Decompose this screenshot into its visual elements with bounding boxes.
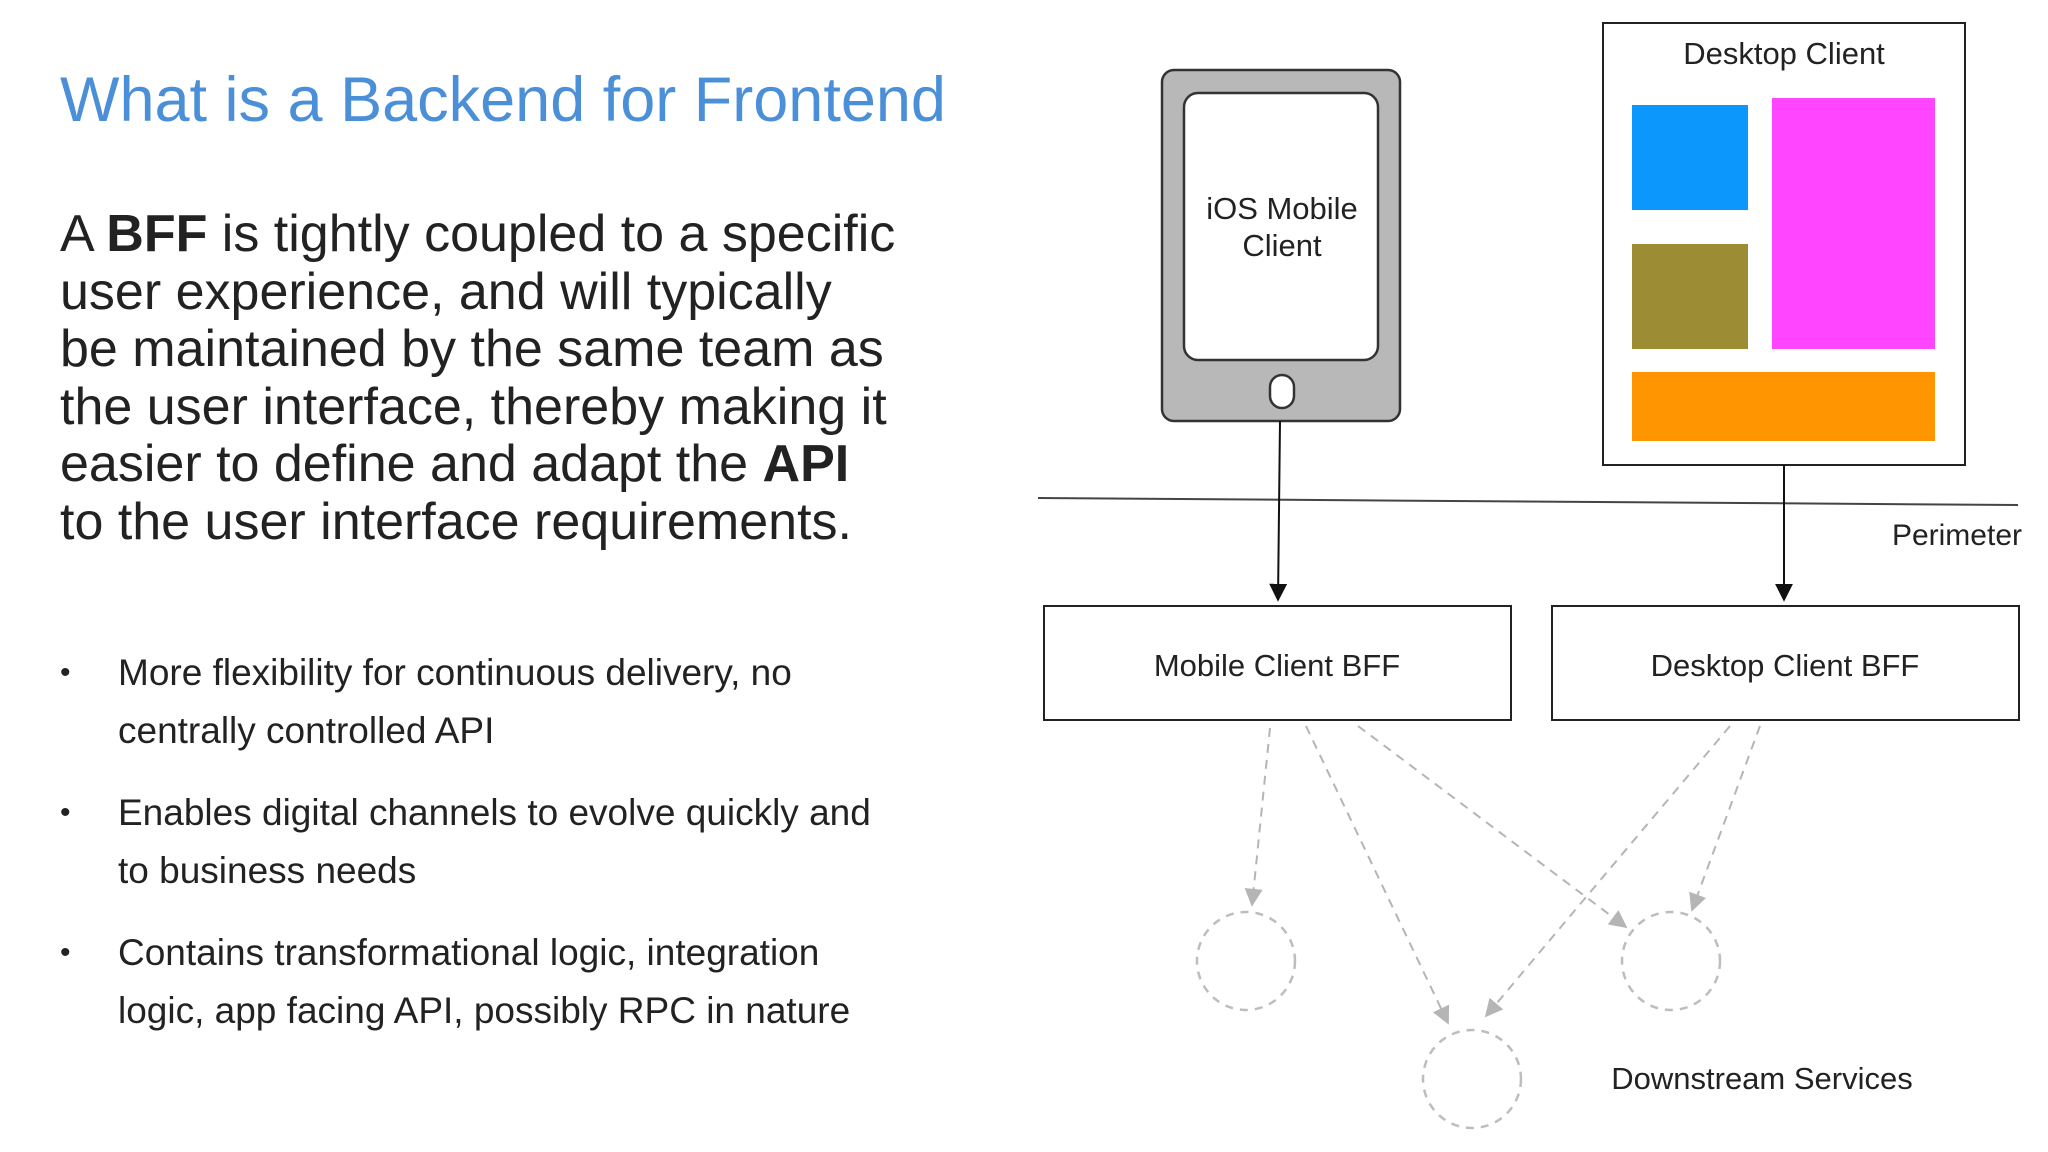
desktop-bff-label: Desktop Client BFF (1651, 648, 1920, 683)
desktop-panel-magenta (1772, 98, 1935, 349)
perimeter-label: Perimeter (1892, 519, 2022, 552)
bullet-text: Contains transformational logic, integra… (118, 932, 851, 1031)
desktop-panel-orange (1632, 372, 1935, 441)
bullet-text: More flexibility for continuous delivery… (118, 652, 792, 751)
mobile-client-label-line2: Client (1242, 228, 1322, 263)
phone-screen (1182, 91, 1380, 362)
lead-text-2: is tightly coupled to a specific user ex… (60, 205, 896, 493)
mobile-bff-label: Mobile Client BFF (1154, 648, 1400, 683)
desktop-client-bff: Desktop Client BFF (1551, 605, 2020, 721)
bullet-icon: • (60, 656, 71, 689)
downstream-services (1195, 910, 1722, 1130)
lead-text-3: to the user interface requirements. (60, 492, 852, 551)
perimeter-line (1037, 497, 2019, 506)
bullet-item: • More flexibility for continuous deliver… (60, 644, 900, 759)
phone-home-button-icon (1268, 373, 1296, 410)
lead-text-1: A (60, 205, 107, 263)
downstream-dependency-arrows (1244, 725, 1761, 1025)
bullet-icon: • (60, 796, 71, 829)
bullet-item: • Enables digital channels to evolve quic… (60, 784, 900, 899)
desktop-client-label: Desktop Client (1683, 36, 1885, 71)
slide-title: What is a Backend for Frontend (60, 65, 946, 135)
mobile-client-bff: Mobile Client BFF (1043, 605, 1512, 721)
bullet-list: • More flexibility for continuous deliver… (60, 644, 900, 1064)
desktop-bff-box (1551, 605, 2020, 721)
lead-paragraph: A BFF is tightly coupled to a specific u… (60, 205, 900, 551)
bullet-item: • Contains transformational logic, integr… (60, 924, 900, 1039)
mobile-bff-box (1043, 605, 1512, 721)
desktop-panel-blue (1632, 105, 1748, 210)
desktop-panel-olive (1632, 244, 1748, 349)
desktop-client: Desktop Client (1602, 22, 1966, 466)
mobile-bff-to-service-left-arrow (1244, 727, 1271, 907)
lead-bold-bff: BFF (106, 205, 208, 263)
lead-bold-api: API (762, 435, 850, 493)
bullet-text: Enables digital channels to evolve quick… (118, 792, 871, 891)
downstream-service-circle (1195, 910, 1297, 1012)
mobile-to-bff-arrow (1269, 420, 1288, 602)
mobile-bff-to-service-right-arrow (1357, 725, 1628, 929)
downstream-service-circle (1620, 910, 1722, 1012)
desktop-bff-to-service-bottom-arrow (1484, 725, 1731, 1018)
mobile-client-label-line1: iOS Mobile (1206, 191, 1358, 226)
downstream-services-label: Downstream Services (1611, 1061, 1912, 1096)
bullet-icon: • (60, 936, 71, 969)
downstream-service-circle (1421, 1028, 1523, 1130)
desktop-bff-to-service-right-arrow (1689, 725, 1761, 912)
mobile-bff-to-service-bottom-arrow (1305, 725, 1450, 1025)
ios-mobile-client: iOS Mobile Client (1160, 68, 1402, 423)
